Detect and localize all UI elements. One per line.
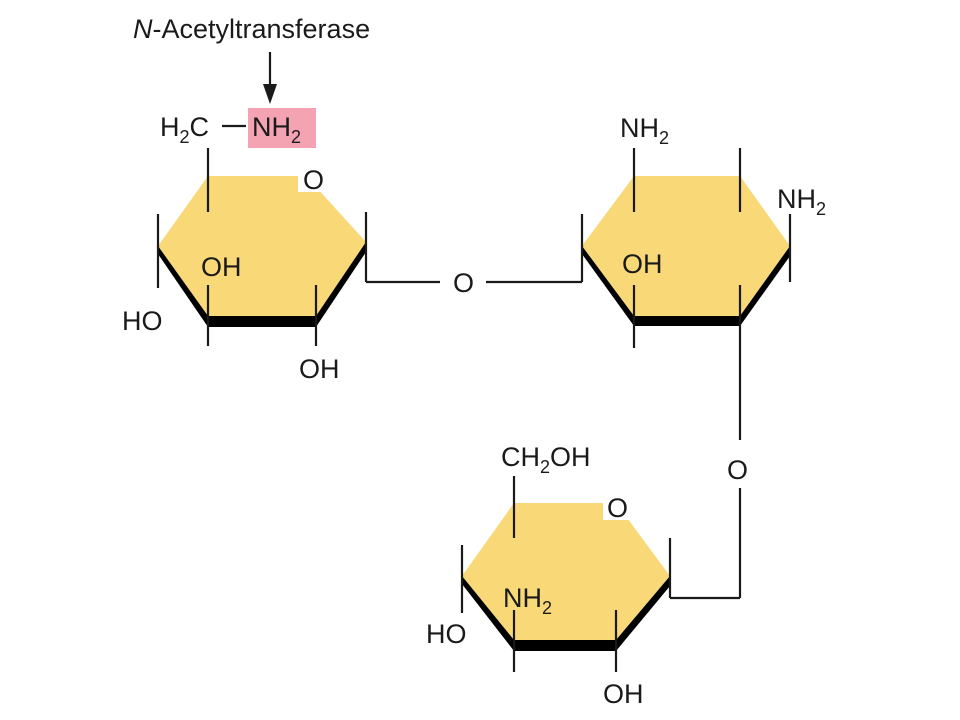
ring-c-oh-bottom: OH bbox=[603, 679, 644, 709]
ring-b: NH2 NH2 OH bbox=[580, 113, 826, 440]
ring-a: H2C NH2 O OH HO OH bbox=[122, 108, 368, 384]
glycosidic-link-ab: O bbox=[366, 268, 582, 298]
ring-c-front-edge bbox=[462, 576, 616, 651]
ring-a-front-edge bbox=[158, 246, 316, 327]
ring-c-ch2oh: CH2OH bbox=[501, 442, 591, 477]
ring-c-ho-left: HO bbox=[426, 619, 467, 649]
glycosidic-link-bc: O bbox=[670, 455, 748, 600]
ring-a-o-mask bbox=[298, 162, 330, 192]
ring-b-nh2-right: NH2 bbox=[777, 184, 826, 219]
ring-b-front-edge bbox=[582, 246, 740, 326]
ring-a-hexagon bbox=[158, 176, 366, 316]
ring-a-front-edge-right bbox=[316, 242, 366, 327]
ring-b-front-edge-right bbox=[740, 246, 790, 326]
ring-a-ho-left: HO bbox=[122, 306, 163, 336]
ring-c-nh2-inner: NH2 bbox=[503, 583, 552, 618]
ring-c: CH2OH O NH2 HO OH bbox=[426, 442, 672, 709]
ring-a-oh-inner: OH bbox=[201, 252, 242, 282]
ring-c-ring-oxygen: O bbox=[607, 493, 628, 523]
ring-b-nh2-top: NH2 bbox=[620, 113, 669, 148]
ring-a-oh-bottom: OH bbox=[299, 354, 340, 384]
link-bc-oxygen: O bbox=[727, 455, 748, 485]
ring-b-oh-inner: OH bbox=[622, 249, 663, 279]
link-ab-oxygen: O bbox=[453, 268, 474, 298]
ring-a-ch2: H2C bbox=[160, 112, 209, 147]
enzyme-arrow-head bbox=[263, 84, 277, 104]
ring-c-o-mask bbox=[603, 490, 635, 520]
ring-c-front-edge-right bbox=[616, 576, 670, 651]
ring-a-ring-oxygen: O bbox=[303, 165, 324, 195]
ring-a-nh2-target: NH2 bbox=[252, 112, 301, 147]
enzyme-label: N-Acetyltransferase bbox=[133, 14, 370, 44]
acetylation-site-highlight bbox=[248, 108, 316, 148]
